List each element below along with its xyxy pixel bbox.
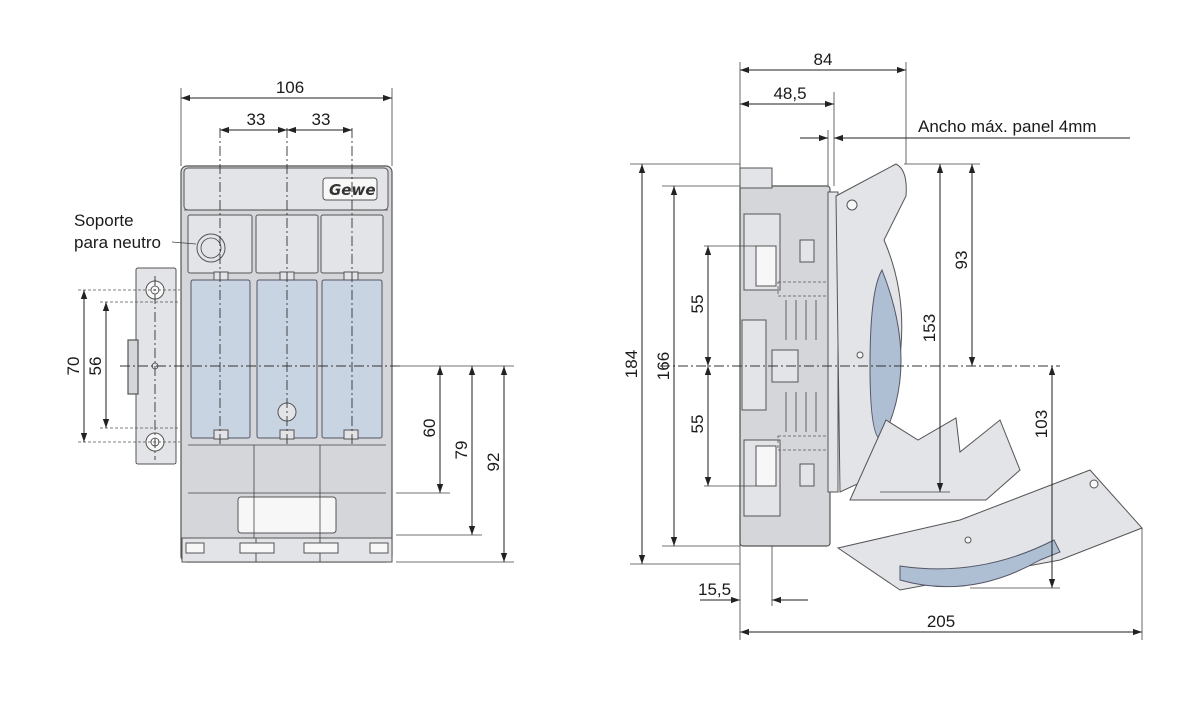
dim-offset-15-5: 15,5: [698, 580, 731, 599]
dim-lower-55: 55: [688, 415, 707, 434]
label-soporte: Soporte: [74, 211, 134, 230]
dim-pitch-left: 33: [247, 110, 266, 129]
dim-handle-93: 93: [952, 251, 971, 270]
dim-open-205: 205: [927, 612, 955, 631]
dim-neutral-56: 56: [86, 357, 105, 376]
dim-height-60: 60: [420, 419, 439, 438]
front-view: Gewe: [64, 78, 514, 563]
label-para-neutro: para neutro: [74, 233, 161, 252]
dim-handle-153: 153: [920, 314, 939, 342]
dim-upper-55: 55: [688, 295, 707, 314]
dim-handle-103: 103: [1032, 410, 1051, 438]
dim-height-92: 92: [484, 453, 503, 472]
fuse-window-1: [190, 279, 251, 439]
dim-height-79: 79: [452, 441, 471, 460]
open-cover-upper: [849, 417, 1021, 501]
dim-width-106: 106: [276, 78, 304, 97]
dim-depth-48-5: 48,5: [773, 84, 806, 103]
label-panel-width: Ancho máx. panel 4mm: [918, 117, 1097, 136]
dim-depth-84: 84: [814, 50, 833, 69]
side-view: 84 48,5 Ancho máx. panel 4mm 184 166 55 …: [622, 50, 1143, 640]
dim-height-166: 166: [654, 352, 673, 380]
dim-pitch-right: 33: [312, 110, 331, 129]
brand-badge: [322, 177, 378, 201]
dim-neutral-70: 70: [64, 357, 83, 376]
dim-height-184: 184: [622, 350, 641, 378]
